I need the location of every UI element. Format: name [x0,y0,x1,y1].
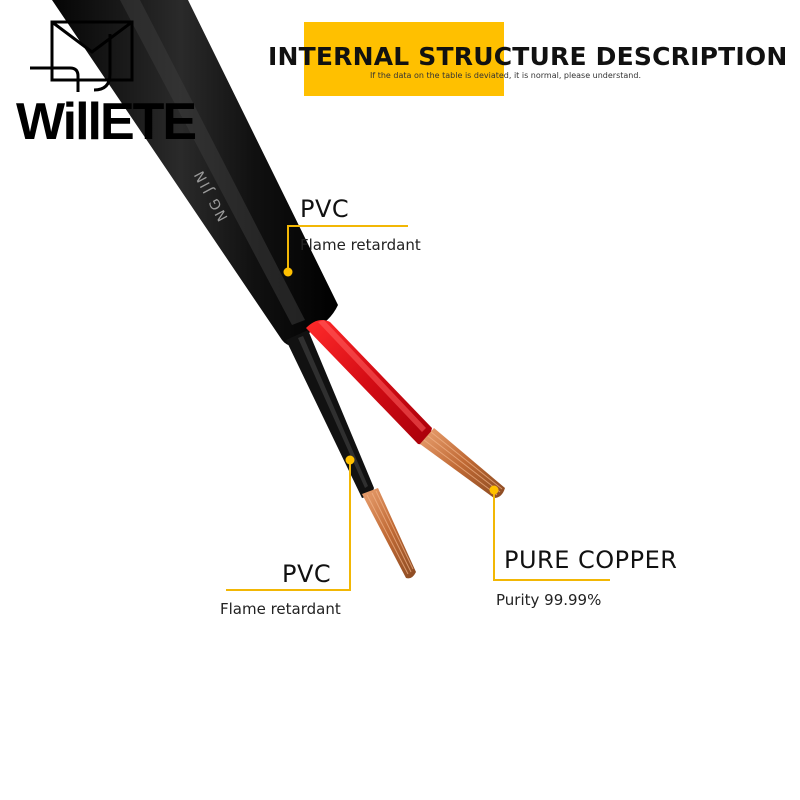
callout-description-black-core: Flame retardant [220,600,341,618]
brand-name: WillETE [16,93,197,151]
red-core-insulation [306,320,432,445]
callout-description-copper: Purity 99.99% [496,591,602,609]
callout-line-jacket [287,225,408,272]
callout-description-jacket: Flame retardant [300,236,421,254]
callout-heading-jacket: PVC [300,195,350,223]
title-highlight-box [304,22,504,96]
callout-line-black-core [226,460,351,591]
envelope-hand-logo-icon [30,20,134,92]
callout-heading-copper: PURE COPPER [504,546,678,574]
black-core-highlight [298,336,368,488]
page-title: INTERNAL STRUCTURE DESCRIPTION [268,42,788,71]
page-subtitle: If the data on the table is deviated, it… [370,71,641,80]
callout-dot-black-core [345,455,355,465]
callout-dot-copper [489,485,499,495]
red-core-highlight [318,320,426,432]
callout-dot-jacket [283,267,293,277]
callout-line-copper [493,490,610,581]
jacket-highlight [120,0,305,325]
callout-heading-black-core: PVC [282,560,332,588]
